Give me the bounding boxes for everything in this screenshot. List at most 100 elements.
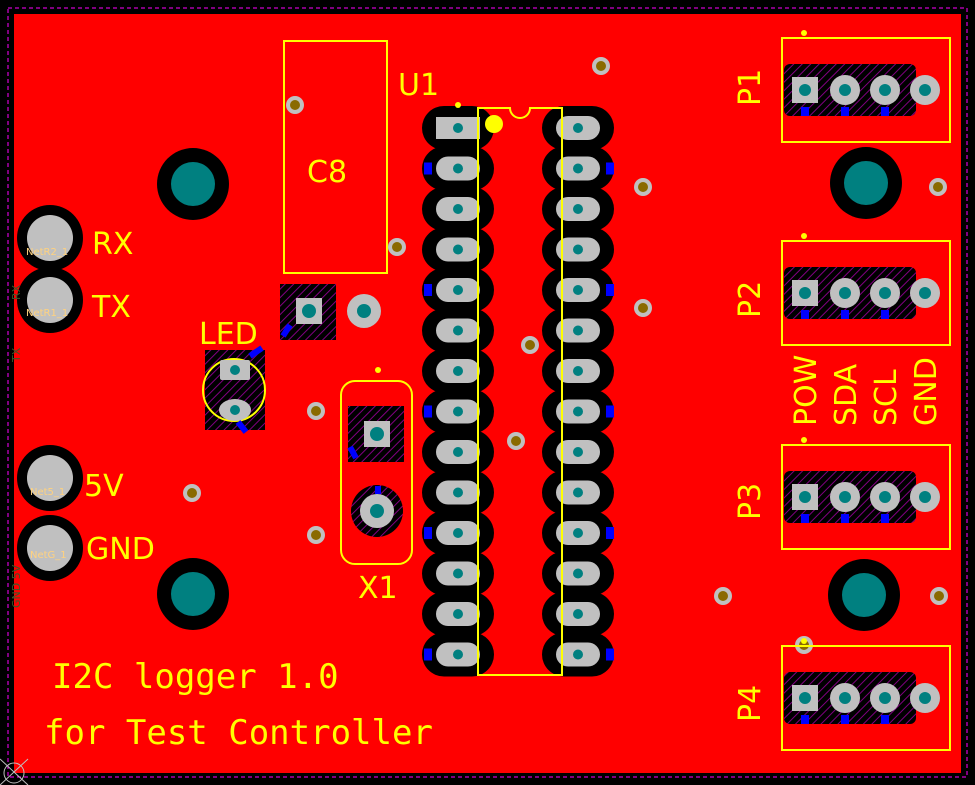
header-outline bbox=[781, 645, 951, 751]
crystal-x1: X1 bbox=[340, 367, 413, 606]
faint-label-tx: TX bbox=[10, 347, 23, 363]
trace bbox=[424, 405, 432, 418]
u1-pin-hole bbox=[573, 568, 583, 579]
u1-pin-hole bbox=[573, 163, 583, 174]
u1-pin-hole bbox=[573, 649, 583, 660]
via-hole bbox=[311, 530, 321, 540]
faint-label-rx: RX bbox=[10, 284, 23, 300]
mounting-hole-core bbox=[842, 573, 886, 617]
u1-pin-hole bbox=[573, 123, 583, 133]
p4-label: P4 bbox=[733, 685, 768, 722]
via-hole bbox=[511, 436, 521, 446]
via-hole bbox=[290, 100, 300, 110]
u1-pin-hole bbox=[453, 609, 463, 619]
u1-pin-hole bbox=[573, 406, 583, 417]
label-tx: TX bbox=[91, 290, 131, 325]
header-pin1-mark bbox=[801, 233, 807, 239]
header-pin-hole bbox=[879, 287, 891, 299]
trace bbox=[606, 405, 614, 418]
via-hole bbox=[525, 340, 535, 350]
trace bbox=[606, 284, 614, 296]
trace bbox=[606, 648, 614, 661]
u1-pin-hole bbox=[453, 163, 463, 174]
led-pad1-hole bbox=[230, 365, 240, 375]
label-gnd: GND bbox=[86, 532, 155, 567]
header-pin-hole bbox=[919, 84, 931, 96]
u1-pin-hole bbox=[453, 568, 463, 579]
trace bbox=[235, 420, 249, 434]
board-title-line1: I2C logger 1.0 bbox=[52, 657, 339, 697]
headers bbox=[781, 30, 951, 751]
u1-pin-hole bbox=[573, 528, 583, 538]
pad-5v-inner bbox=[27, 455, 73, 501]
u1-left-pins bbox=[422, 106, 494, 677]
label-5v: 5V bbox=[84, 469, 124, 504]
x1-outline bbox=[340, 380, 413, 565]
u1-orientation-dot bbox=[485, 115, 503, 133]
trace bbox=[424, 527, 432, 539]
u1-pin-hole bbox=[453, 204, 463, 214]
c8-label: C8 bbox=[307, 155, 347, 190]
header-pin1-mark bbox=[801, 30, 807, 36]
trace bbox=[881, 107, 889, 116]
header-pin-hole bbox=[839, 84, 851, 96]
header-outline bbox=[781, 240, 951, 346]
header-pin-hole bbox=[839, 491, 851, 503]
label-pow: POW bbox=[789, 355, 824, 426]
trace bbox=[881, 310, 889, 319]
pad-rx-inner bbox=[27, 215, 73, 261]
mounting-hole-core bbox=[844, 161, 888, 205]
u1-pin1-mark bbox=[455, 102, 461, 108]
trace bbox=[801, 107, 809, 116]
ic-u1: U1 bbox=[398, 68, 614, 677]
trace bbox=[424, 648, 432, 661]
header-pin-hole bbox=[879, 84, 891, 96]
trace bbox=[347, 445, 359, 460]
u1-label: U1 bbox=[398, 68, 439, 103]
header-pin-hole bbox=[879, 491, 891, 503]
c8-outline bbox=[283, 40, 388, 274]
u1-pin-hole bbox=[573, 244, 583, 255]
header-pin-hole bbox=[799, 692, 811, 704]
u1-pin-hole bbox=[453, 366, 463, 376]
trace bbox=[841, 310, 849, 319]
header-outline bbox=[781, 37, 951, 143]
p2-label: P2 bbox=[733, 281, 768, 318]
u1-outline bbox=[477, 107, 563, 676]
mounting-hole-core bbox=[171, 162, 215, 206]
trace bbox=[841, 715, 849, 724]
trace bbox=[248, 345, 264, 359]
header-pin-hole bbox=[919, 692, 931, 704]
p3-label: P3 bbox=[733, 483, 768, 520]
header-pin-hole bbox=[799, 84, 811, 96]
header-labels: P1 P2 P3 P4 POW SDA SCL GND bbox=[733, 69, 944, 722]
via-hole bbox=[934, 591, 944, 601]
via-hole bbox=[638, 303, 648, 313]
via-hole bbox=[718, 591, 728, 601]
u1-pin-hole bbox=[573, 609, 583, 619]
board-outline bbox=[7, 7, 968, 778]
via-hole bbox=[187, 488, 197, 498]
x1-pad1-hole bbox=[370, 427, 384, 441]
led-label: LED bbox=[199, 317, 258, 352]
led: LED bbox=[199, 317, 266, 434]
trace bbox=[841, 107, 849, 116]
via-hole bbox=[311, 406, 321, 416]
netlabel-rx: NetR2_1 bbox=[26, 247, 68, 258]
via-hole bbox=[596, 61, 606, 71]
trace bbox=[280, 323, 293, 338]
netlabel-5v: Net5_1 bbox=[30, 487, 65, 498]
u1-pin-hole bbox=[453, 244, 463, 255]
via-hole bbox=[933, 182, 943, 192]
led-pad2-hole bbox=[230, 405, 240, 415]
p1-label: P1 bbox=[733, 69, 768, 106]
trace bbox=[606, 527, 614, 539]
faint-label-gnd-5v: GND 5V bbox=[10, 564, 23, 608]
trace bbox=[841, 514, 849, 523]
x1-pad2-hole bbox=[370, 504, 384, 518]
u1-pin-hole bbox=[453, 406, 463, 417]
capacitor-c8: C8 bbox=[280, 40, 388, 340]
header-pin-hole bbox=[919, 287, 931, 299]
pad-gnd-inner bbox=[27, 525, 73, 571]
u1-pin-hole bbox=[453, 649, 463, 660]
